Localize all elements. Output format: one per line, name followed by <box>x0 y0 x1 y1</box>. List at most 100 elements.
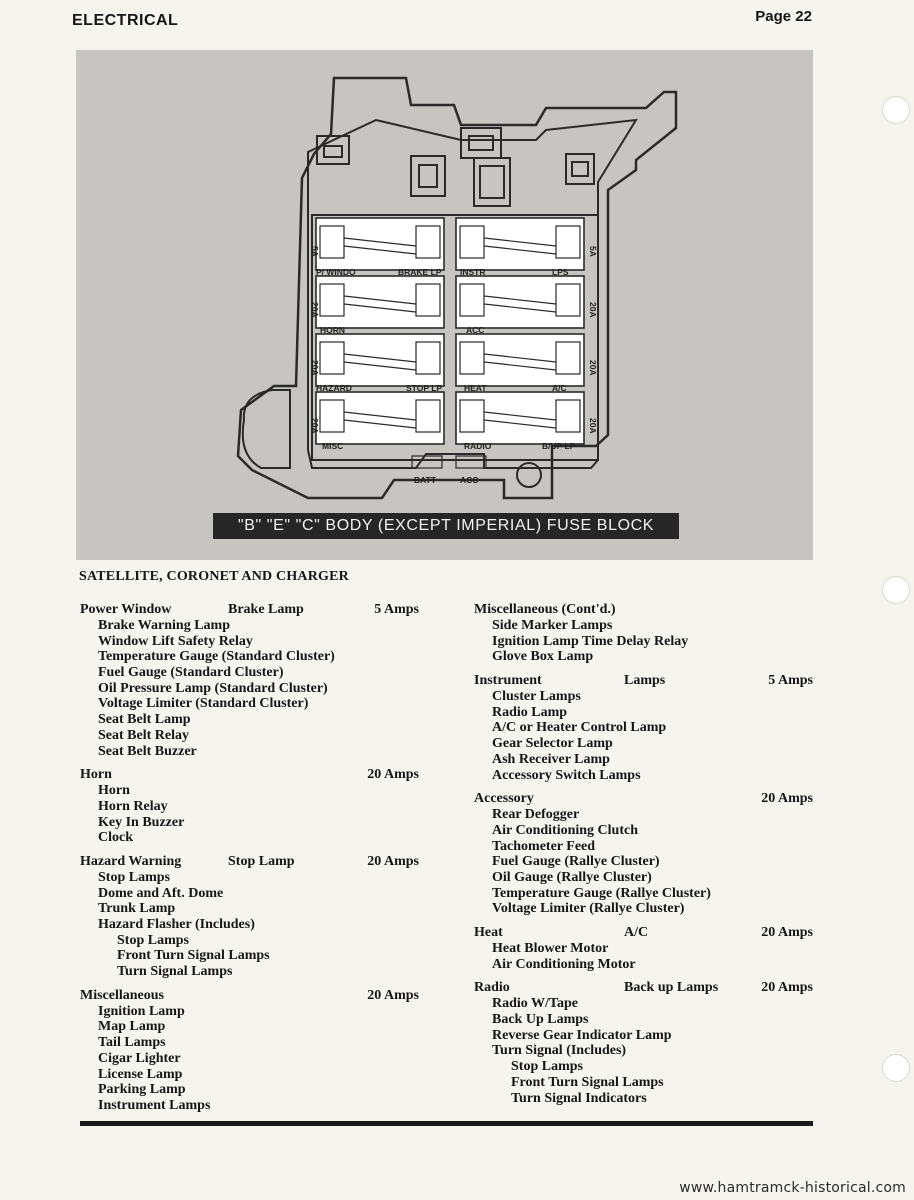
fuse-label-left: P/ WINDO <box>316 267 356 277</box>
fuse-item: Tachometer Feed <box>492 838 596 854</box>
vehicle-subtitle: SATELLITE, CORONET AND CHARGER <box>79 569 349 584</box>
fuse-amps: 20 Amps <box>761 925 813 940</box>
fuse-label-left: RADIO <box>464 441 492 451</box>
fuse-item: Turn Signal (Includes) <box>492 1043 627 1059</box>
bottom-rule <box>80 1121 813 1126</box>
fuse-circuit-secondary: Stop Lamp <box>228 853 295 869</box>
fuse-item: Fuel Gauge (Standard Cluster) <box>98 665 284 681</box>
fuse-item: Ignition Lamp Time Delay Relay <box>492 633 689 649</box>
fuse-item: Tail Lamps <box>98 1035 166 1051</box>
fuse-label-left: HAZARD <box>316 383 352 393</box>
fuse-item: Parking Lamp <box>98 1082 186 1098</box>
fuse-item: Instrument Lamps <box>98 1097 211 1113</box>
fuse-item: Horn Relay <box>98 798 168 814</box>
fuse-label-right: BRAKE LP <box>398 267 442 277</box>
fuse-rating: 20A <box>588 418 598 434</box>
punch-hole <box>882 1054 910 1082</box>
fuse-item: Glove Box Lamp <box>492 649 594 665</box>
fuse-item: Trunk Lamp <box>98 901 176 917</box>
fuse-item: Key In Buzzer <box>98 814 185 830</box>
fuse-item: Stop Lamps <box>98 869 170 885</box>
fuse-circuit-secondary: Brake Lamp <box>228 602 304 617</box>
fuse-label-right: LPS <box>552 267 569 277</box>
fuse-block-drawing: P/ WINDO BRAKE LP INSTR LPS HORN ACC HAZ… <box>236 76 678 500</box>
fuse-label-right: B/UP LP <box>542 441 576 451</box>
fuse-circuit-name: Heat <box>474 925 503 940</box>
fuse-item: Gear Selector Lamp <box>492 736 613 752</box>
fuse-item: Oil Pressure Lamp (Standard Cluster) <box>98 680 328 696</box>
fuse-item: Side Marker Lamps <box>492 618 613 633</box>
fuse-item: Radio W/Tape <box>492 996 578 1012</box>
fuse-item: Back Up Lamps <box>492 1012 589 1028</box>
fuse-item: Voltage Limiter (Rallye Cluster) <box>492 901 685 917</box>
fuse-circuit-name: Radio <box>474 980 510 996</box>
fuse-item: Cluster Lamps <box>492 689 581 705</box>
fuse-label-left: ACC <box>466 325 484 335</box>
fuse-amps: 5 Amps <box>374 602 419 617</box>
fuse-amps: 20 Amps <box>761 791 813 807</box>
fuse-group-header: Miscellaneous (Cont'd.) <box>474 601 819 618</box>
fuse-item: Horn <box>98 783 130 799</box>
fuse-rating: 5A <box>588 246 598 257</box>
fuse-sub-item: Turn Signal Lamps <box>117 964 233 980</box>
fuse-sub-item: Stop Lamps <box>511 1059 583 1075</box>
fuse-circuit-secondary: A/C <box>624 925 649 940</box>
fuse-group: Miscellaneous (Cont'd.)Side Marker Lamps… <box>474 601 819 665</box>
fuse-item: Air Conditioning Motor <box>492 956 636 972</box>
fuse-item: Temperature Gauge (Standard Cluster) <box>98 649 335 665</box>
fuse-item: Oil Gauge (Rallye Cluster) <box>492 869 652 885</box>
fuse-item: Ignition Lamp <box>98 1003 185 1019</box>
fuse-item: Map Lamp <box>98 1019 166 1035</box>
fuse-circuit-name: Miscellaneous <box>80 987 164 1003</box>
fuse-sub-item: Front Turn Signal Lamps <box>511 1074 664 1090</box>
section-title: ELECTRICAL <box>72 12 179 29</box>
fuse-item: A/C or Heater Control Lamp <box>492 720 667 736</box>
fuse-label-left: MISC <box>322 441 343 451</box>
fuse-circuit-name: Miscellaneous (Cont'd.) <box>474 602 616 617</box>
fuse-sub-item: Front Turn Signal Lamps <box>117 948 270 964</box>
punch-hole <box>882 96 910 124</box>
fuse-item: Accessory Switch Lamps <box>492 767 641 783</box>
fuse-item: Ash Receiver Lamp <box>492 751 610 767</box>
fuse-rating: 5A <box>310 246 320 257</box>
fuse-label-right: A/C <box>552 383 567 393</box>
fuse-circuit-secondary: Lamps <box>624 673 666 689</box>
fuse-label-left: INSTR <box>460 267 486 277</box>
fuse-item: Fuel Gauge (Rallye Cluster) <box>492 854 660 870</box>
fuse-sub-item: Turn Signal Indicators <box>511 1090 647 1106</box>
fuse-item: Clock <box>98 830 133 846</box>
diagram-caption: "B" "E" "C" BODY (EXCEPT IMPERIAL) FUSE … <box>213 513 679 539</box>
fuse-item: Radio Lamp <box>492 704 568 720</box>
fuse-label-left: HORN <box>320 325 345 335</box>
fuse-amps: 5 Amps <box>768 673 813 689</box>
fuse-item: Seat Belt Buzzer <box>98 743 197 759</box>
fuse-group-header: Heat A/C 20 Amps <box>474 924 819 941</box>
fuse-item: Seat Belt Relay <box>98 727 189 743</box>
fuse-label-left: HEAT <box>464 383 487 393</box>
fuse-item: Rear Defogger <box>492 807 580 823</box>
fuse-item: Seat Belt Lamp <box>98 712 191 728</box>
fuse-rating: 20A <box>310 360 320 376</box>
fuse-amps: 20 Amps <box>761 980 813 996</box>
fuse-item: Hazard Flasher (Includes) <box>98 917 255 932</box>
fuse-item: Temperature Gauge (Rallye Cluster) <box>492 885 711 901</box>
